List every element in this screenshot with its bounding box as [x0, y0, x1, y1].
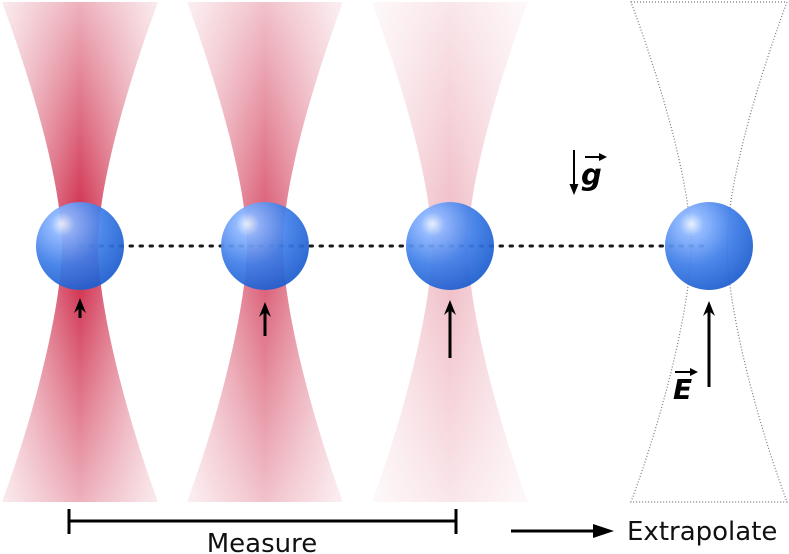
field-arrow-3-icon — [444, 300, 456, 358]
field-vector-head-icon — [690, 368, 698, 376]
field-arrow-1-icon — [74, 298, 86, 318]
gravity-arrowhead-icon — [569, 184, 579, 195]
beam-4-outline — [630, 1, 788, 503]
extrapolate-label: Extrapolate — [627, 517, 777, 547]
particle-1 — [36, 202, 124, 290]
field-label: E — [673, 373, 692, 406]
particle-2 — [221, 202, 309, 290]
particle-4 — [665, 202, 753, 290]
gravity-indicator: g — [569, 150, 607, 195]
extrapolate-indicator: Extrapolate — [511, 517, 777, 547]
particles — [36, 202, 753, 290]
measure-label: Measure — [207, 529, 318, 554]
field-arrow-2-icon — [259, 302, 271, 336]
field-label-group: E — [673, 368, 698, 406]
gravity-label: g — [581, 158, 602, 192]
particle-3 — [406, 202, 494, 290]
field-arrow-4-icon — [703, 301, 715, 387]
measure-bracket: Measure — [67, 509, 458, 554]
extrapolate-arrowhead-icon — [593, 524, 614, 538]
field-arrows — [74, 298, 715, 387]
gravity-vector-head-icon — [599, 153, 607, 161]
